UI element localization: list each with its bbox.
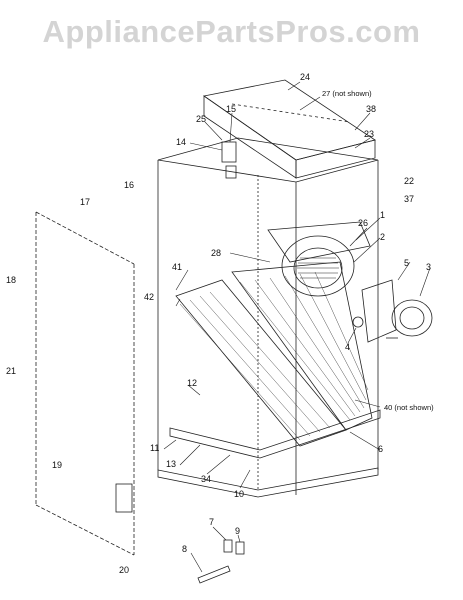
callout-38: 38 bbox=[366, 104, 376, 114]
callout-22: 22 bbox=[404, 176, 414, 186]
blower-assembly bbox=[267, 221, 371, 297]
callout-5: 5 bbox=[404, 258, 409, 268]
callout-26: 26 bbox=[358, 218, 368, 228]
callout-34: 34 bbox=[201, 474, 211, 484]
callout-15: 15 bbox=[226, 104, 236, 114]
callout-9: 9 bbox=[235, 526, 240, 536]
evaporator-coil bbox=[175, 261, 373, 447]
cabinet-body bbox=[157, 137, 379, 498]
callout-18: 18 bbox=[6, 275, 16, 285]
watermark-logo: AppliancePartsPros.com bbox=[42, 14, 421, 49]
callout-7: 7 bbox=[209, 517, 214, 527]
callout-11: 11 bbox=[150, 443, 159, 453]
control-box bbox=[221, 141, 237, 179]
callout-10: 10 bbox=[234, 489, 244, 499]
drain-pan bbox=[169, 409, 381, 459]
callout-42: 42 bbox=[144, 292, 154, 302]
top-panel bbox=[202, 79, 376, 179]
callout-24: 24 bbox=[300, 72, 310, 82]
callout-labels: 24 27 (not shown) 38 15 25 23 14 22 16 3… bbox=[6, 72, 434, 575]
callout-2: 2 bbox=[380, 232, 385, 242]
drain-fittings bbox=[197, 539, 245, 584]
callout-4: 4 bbox=[345, 342, 350, 352]
access-door bbox=[35, 211, 135, 556]
callout-13: 13 bbox=[166, 459, 176, 469]
callout-6: 6 bbox=[378, 444, 383, 454]
callout-19: 19 bbox=[52, 460, 62, 470]
callout-28: 28 bbox=[211, 248, 221, 258]
callout-40: 40 (not shown) bbox=[384, 403, 434, 412]
callout-8: 8 bbox=[182, 544, 187, 554]
callout-41: 41 bbox=[172, 262, 182, 272]
callout-21: 21 bbox=[6, 366, 16, 376]
callout-3: 3 bbox=[426, 262, 431, 272]
callout-14: 14 bbox=[176, 137, 186, 147]
callout-25: 25 bbox=[196, 114, 206, 124]
callout-16: 16 bbox=[124, 180, 134, 190]
callout-37: 37 bbox=[404, 194, 414, 204]
callout-17: 17 bbox=[80, 197, 90, 207]
callout-27: 27 (not shown) bbox=[322, 89, 372, 98]
callout-1: 1 bbox=[380, 210, 385, 220]
blower-motor bbox=[352, 279, 433, 343]
callout-12: 12 bbox=[187, 378, 197, 388]
callout-23: 23 bbox=[364, 129, 374, 139]
callout-20: 20 bbox=[119, 565, 129, 575]
